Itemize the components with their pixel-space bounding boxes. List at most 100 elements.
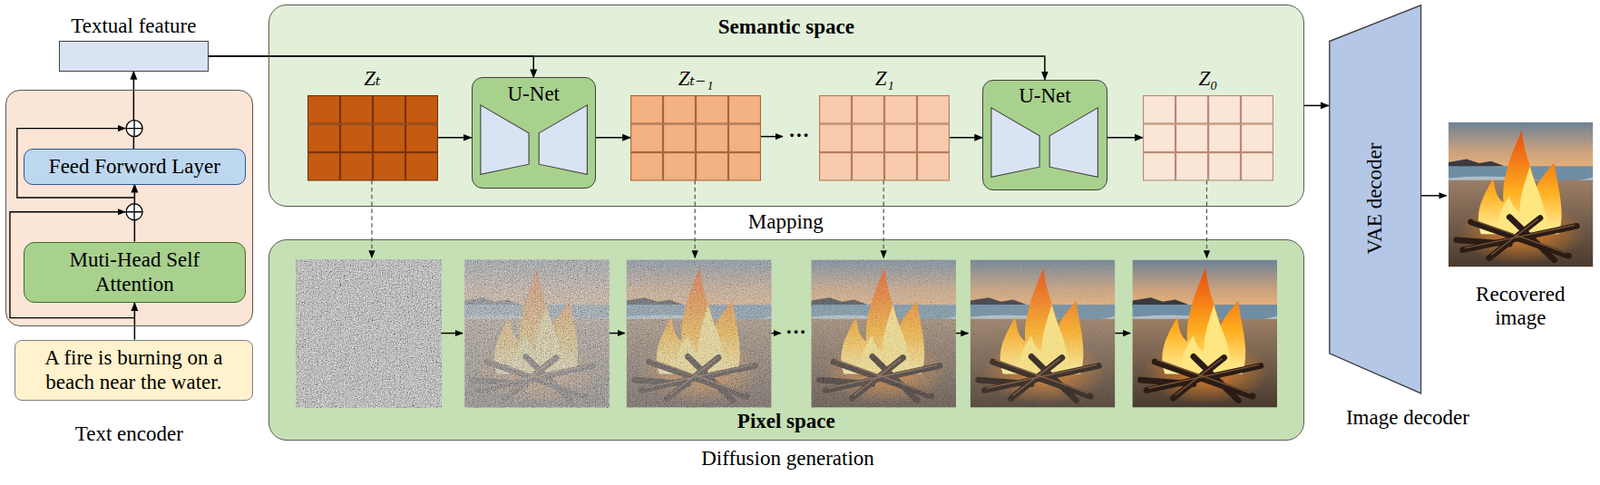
grid-cell <box>852 124 885 152</box>
latent-grid: Z₀ <box>1142 95 1274 182</box>
latent-grid: Z₁ <box>819 95 950 182</box>
grid-cell <box>696 152 729 180</box>
grid-cell <box>729 124 761 152</box>
latent-grid: Zₜ₋₁ <box>630 95 761 182</box>
diffusion-image <box>464 260 610 409</box>
grid-cell <box>663 124 696 152</box>
node-text: VAE decoder <box>1363 143 1387 255</box>
unet-half <box>991 107 1040 177</box>
diffusion-image <box>810 260 957 409</box>
add-symbol <box>126 120 143 137</box>
latent-grid: Zₜ <box>307 95 439 182</box>
grid-shape <box>819 95 950 182</box>
grid-cell <box>1208 124 1240 152</box>
grid-cell <box>405 152 438 180</box>
flow-connector <box>438 136 472 139</box>
grid-cell <box>372 152 405 180</box>
node-text: Z₁ <box>875 67 895 91</box>
grid-cell <box>852 95 885 123</box>
grid-cell <box>1208 95 1240 123</box>
grid-cell <box>372 95 405 123</box>
flow-arrow <box>771 332 781 334</box>
stage-label: Diffusion generation <box>701 447 875 471</box>
diffusion-image <box>626 260 772 409</box>
node-text: U-Net <box>507 82 560 107</box>
node-caption: Image decoder <box>1346 406 1470 430</box>
node-text: U-Net <box>1018 84 1071 108</box>
grid-cell <box>917 124 950 152</box>
grid-cell <box>696 95 729 123</box>
flow-connector <box>133 71 136 149</box>
panel-fill <box>268 3 1304 207</box>
grid-cell <box>307 152 340 180</box>
process-box: Muti-Head Self Attention <box>23 242 246 304</box>
grid-cell <box>631 152 664 180</box>
space-panel: Semantic spaceZₜU-NetZₜ₋₁Z₁U-NetZ₀ <box>268 4 1305 208</box>
stage-label: Mapping <box>748 210 824 235</box>
grid-cell <box>340 95 372 123</box>
node-text: Feed Forword Layer <box>24 155 245 179</box>
grid-cell <box>1142 152 1175 180</box>
add-symbol <box>126 204 143 221</box>
flow-arrow <box>956 332 968 334</box>
grid-cell <box>372 124 405 152</box>
flow-connector <box>949 136 983 139</box>
grid-cell <box>885 95 918 123</box>
prompt-box: A fire is burning on a beach near the wa… <box>14 340 254 402</box>
encoder-panel: Text encoderFeed Forword LayerMuti-Head … <box>5 89 254 327</box>
node-text: Zₜ₋₁ <box>678 67 714 91</box>
grid-cell <box>852 152 885 180</box>
mapping-arrow <box>694 180 696 258</box>
grid-shape <box>1142 95 1274 182</box>
decoder-trapezoid: VAE decoderImage decoder <box>1328 4 1422 395</box>
grid-shape <box>630 95 761 182</box>
output-label: Recovered image <box>1461 282 1580 331</box>
add-symbol <box>126 204 143 221</box>
node-text: Zₜ <box>363 67 381 91</box>
diffusion-image <box>626 260 772 409</box>
grid-cell <box>917 95 950 123</box>
grid-cell <box>1240 124 1273 152</box>
grid-cell <box>1208 152 1240 180</box>
grid-cell <box>1175 152 1208 180</box>
grid-cell <box>631 124 664 152</box>
grid-cell <box>1142 124 1175 152</box>
grid-cell <box>1240 95 1273 123</box>
grid-cell <box>405 124 438 152</box>
grid-cell <box>819 95 852 123</box>
grid-cell <box>340 152 372 180</box>
decoder-outline <box>1329 4 1422 393</box>
grid-cell <box>1175 95 1208 123</box>
recovered-image <box>1448 122 1594 268</box>
grid-cell <box>405 95 438 123</box>
ellipsis: ··· <box>788 123 810 147</box>
flow-arrow <box>609 332 625 334</box>
unet-block: U-Net <box>471 77 596 189</box>
flow-connector <box>208 56 1045 80</box>
flow-arrow <box>1114 332 1131 334</box>
grid-cell <box>631 95 664 123</box>
grid-cell <box>307 95 340 123</box>
grid-cell <box>885 152 918 180</box>
flow-connector <box>595 136 631 139</box>
unet-block: U-Net <box>982 79 1107 192</box>
unet-half <box>479 105 528 175</box>
grid-cell <box>307 124 340 152</box>
flow-connector <box>1304 105 1329 108</box>
node-text: Z₀ <box>1198 67 1218 91</box>
flow-connector <box>1107 136 1143 139</box>
panel-fill <box>5 89 254 327</box>
grid-cell <box>1142 95 1175 123</box>
grid-cell <box>819 152 852 180</box>
diffusion-image <box>296 260 442 409</box>
feature-box: Textual feature <box>58 40 208 72</box>
grid-cell <box>819 124 852 152</box>
node-text: Text encoder <box>75 422 184 447</box>
node-text: A fire is burning on a beach near the wa… <box>15 346 253 395</box>
panel-fill <box>268 239 1304 440</box>
node-text: Textual feature <box>70 14 196 39</box>
panel-fill <box>5 3 1304 440</box>
process-box: Feed Forword Layer <box>23 148 246 185</box>
